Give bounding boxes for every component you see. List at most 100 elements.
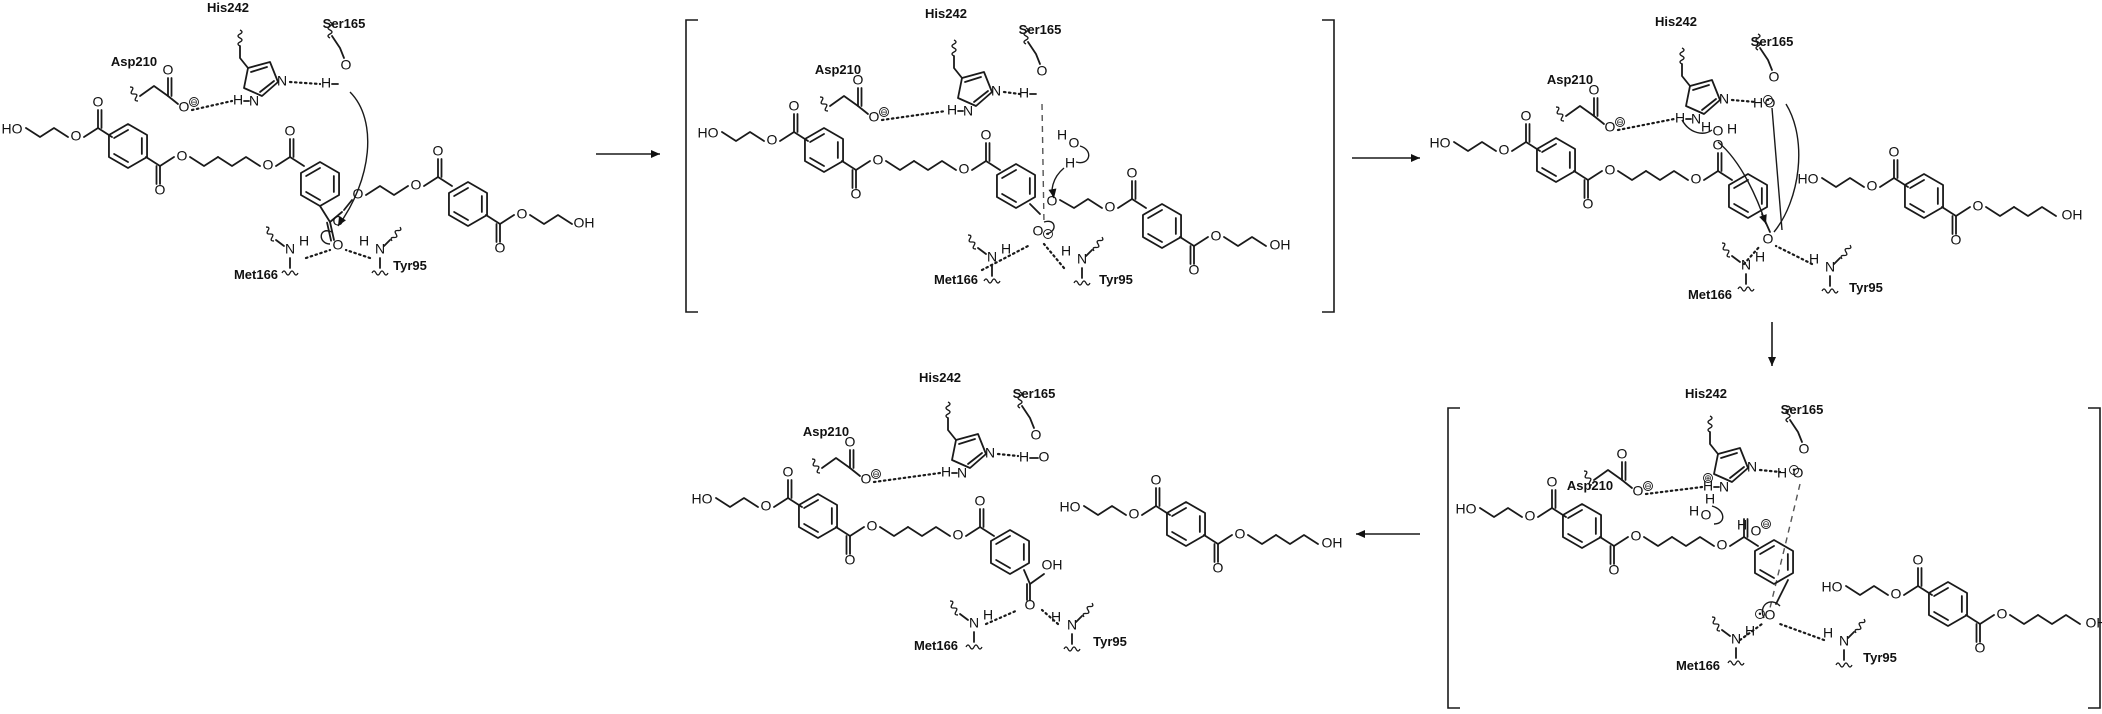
bond [779,131,795,142]
carbonyl-oxygen: O [1889,144,1900,160]
arrow-head [1759,214,1767,224]
bond [1593,115,1605,125]
his-nitrogen: N [957,465,967,481]
charge-label: ⊖ [1762,519,1770,529]
tyr-hydrogen: H [359,233,369,249]
ser165-label: Ser165 [1751,34,1794,49]
hydrogen-bond [1002,90,1022,96]
ester-oxygen: O [1047,193,1058,209]
bond [1893,177,1909,188]
charge-circle [879,107,889,117]
bond [1203,534,1219,545]
curved-arrow [320,230,333,245]
hydrogen-bond [984,608,1020,626]
tyr-nitrogen: N [375,241,385,257]
bond [1537,507,1553,518]
his-nitrogen: N [1691,111,1701,127]
bond [1179,236,1195,247]
ester-oxygen: O [1891,586,1902,602]
bond [803,499,819,509]
bond [529,214,573,225]
bond [1789,419,1803,443]
carbonyl-oxygen: O [1975,640,1986,656]
bond [977,247,987,255]
met-nitrogen: N [987,249,997,265]
ester-oxygen: O [1605,162,1616,178]
bond [1131,198,1147,209]
truncation-mark [1721,242,1731,258]
bond [885,160,915,171]
tyr95-label: Tyr95 [1093,634,1127,649]
oxyanion: O [1765,607,1776,623]
his-nitrogen: N [1719,479,1729,495]
charge-circle [1789,465,1799,475]
asp-oxygen: O [1617,446,1628,462]
hydrogen-bond [1644,485,1704,496]
bond [437,176,453,187]
hydroxyl-label: OH [1270,237,1291,253]
bond [1083,505,1127,516]
tyr-nitrogen: N [1839,633,1849,649]
bond [1023,569,1031,585]
asp210-label: Asp210 [1567,478,1613,493]
ester-oxygen: O [1973,198,1984,214]
ser165-label: Ser165 [323,16,366,31]
carbonyl-oxygen: O [789,98,800,114]
reaction-arrow-3 [1768,322,1776,366]
truncation-mark [1835,662,1853,668]
water-hydrogen: H [1065,155,1075,171]
asp-oxygen: O [853,72,864,88]
ester-oxygen: O [1691,171,1702,187]
ser-oxygen: O [1037,63,1048,79]
truncation-mark [1063,646,1081,652]
right-bracket [2088,407,2101,709]
imidazole-ring [1685,79,1721,115]
truncation-mark [1017,391,1023,409]
met-nitrogen: N [285,241,295,257]
hydrogen-bond [304,248,332,260]
dashed-bond [1041,103,1045,225]
truncation-mark [1555,106,1565,122]
truncation-mark [1737,286,1755,292]
hydrogen-bond [190,99,234,112]
ester-oxygen: O [873,152,884,168]
truncation-mark [1840,244,1852,260]
bond [250,66,268,73]
ester-oxygen: O [867,518,878,534]
bond [1909,203,1925,213]
bond [275,239,285,247]
water-hydrogen: H [1705,491,1715,507]
arrow-head [338,216,346,226]
benzene-ring [448,181,488,227]
charge-circle [871,469,881,479]
hydroxyl-label: HO [1060,499,1081,515]
charge-circle [1761,519,1771,529]
carbonyl-oxygen: O [495,240,506,256]
truncation-mark [1023,27,1029,45]
hydrogen-bond [1774,244,1814,266]
bond [1147,233,1163,243]
arrow-head [1048,188,1057,198]
bond [159,156,175,167]
benzene-ring [798,493,838,539]
bond [965,526,981,537]
hydroxyl-label: OH [2062,207,2083,223]
bond [835,526,851,537]
his-hydrogen: H [1675,110,1685,126]
ester-oxygen: O [1717,537,1728,553]
benzene-ring [996,163,1036,209]
ester-oxygen: O [767,132,778,148]
oxyanion: O [333,237,344,253]
asp-oxygen: O [861,471,872,487]
bond [319,205,331,223]
hydrogen-bond [1742,244,1762,266]
bond [1525,141,1541,152]
hydroxyl-label: HO [692,491,713,507]
bond [1731,255,1741,263]
charge-label: ⊖ [190,97,198,107]
curved-arrow [337,91,369,227]
bond [2009,614,2039,625]
hydroxyl-label: OH [2086,615,2102,631]
